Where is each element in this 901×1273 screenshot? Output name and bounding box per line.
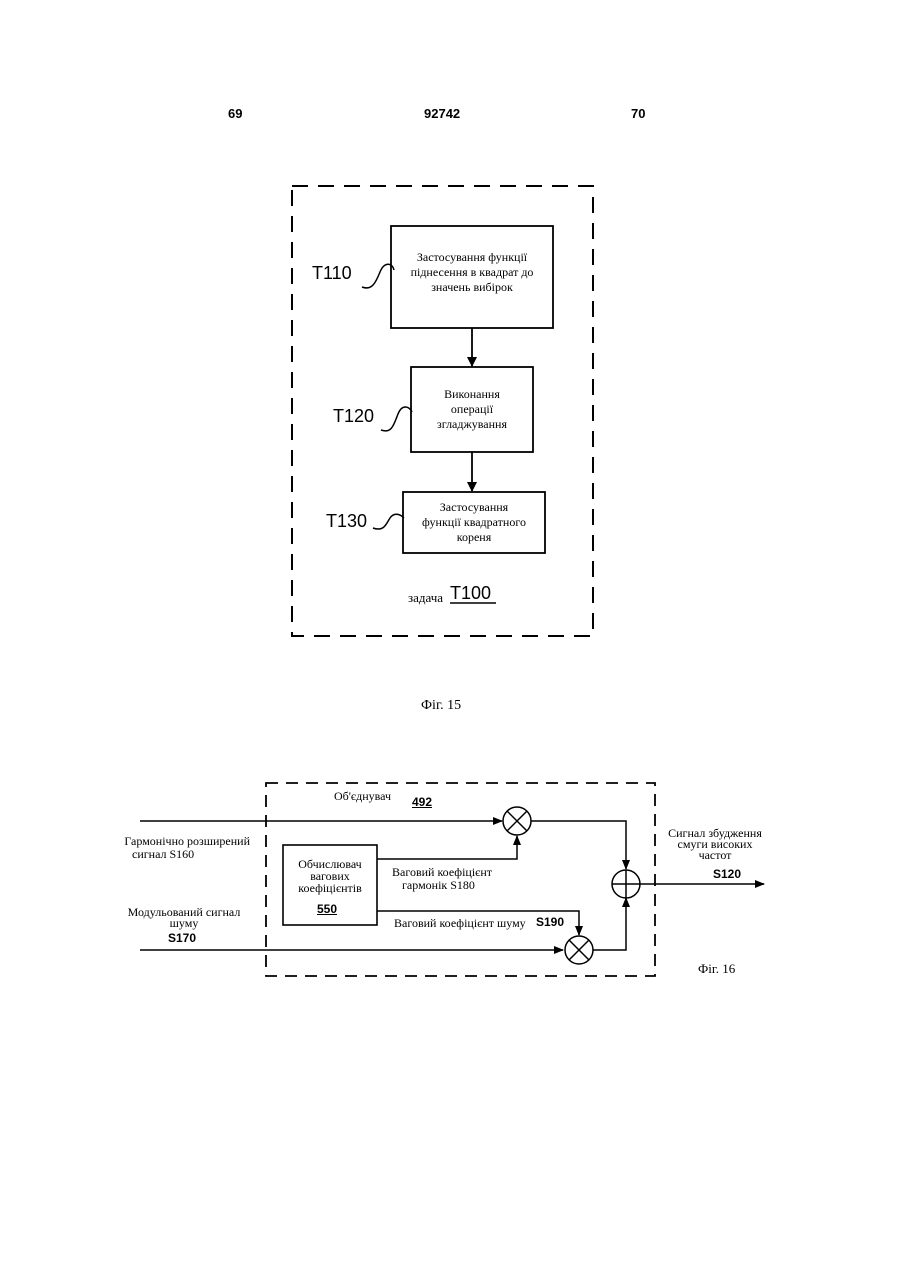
input-s170-code: S170 — [168, 931, 196, 945]
figure-16-caption: Фіг. 16 — [698, 961, 735, 977]
input-s170-label: Модульований сигнал шуму — [118, 907, 250, 929]
harmonic-product-line — [531, 821, 626, 869]
combiner-code: 492 — [412, 795, 432, 809]
combiner-word: Об'єднувач — [334, 790, 391, 803]
weight-calculator-code: 550 — [317, 902, 337, 916]
harmonic-weight-label: Ваговий коефіцієнт гармонік S180 — [392, 866, 492, 892]
noise-product-line — [593, 898, 626, 950]
input-s160-label: Гармонічно розширений сигнал S160 — [118, 835, 250, 861]
noise-weight-label: Ваговий коефіцієнт шуму — [394, 917, 526, 930]
output-s120-code: S120 — [713, 867, 741, 881]
weight-calculator-text: Обчислювачваговихкоефіцієнтів — [283, 858, 377, 894]
harmonic-weight-line — [377, 836, 517, 859]
noise-weight-code: S190 — [536, 915, 564, 929]
output-s120-label: Сигнал збудженнясмуги високихчастот — [656, 828, 774, 861]
